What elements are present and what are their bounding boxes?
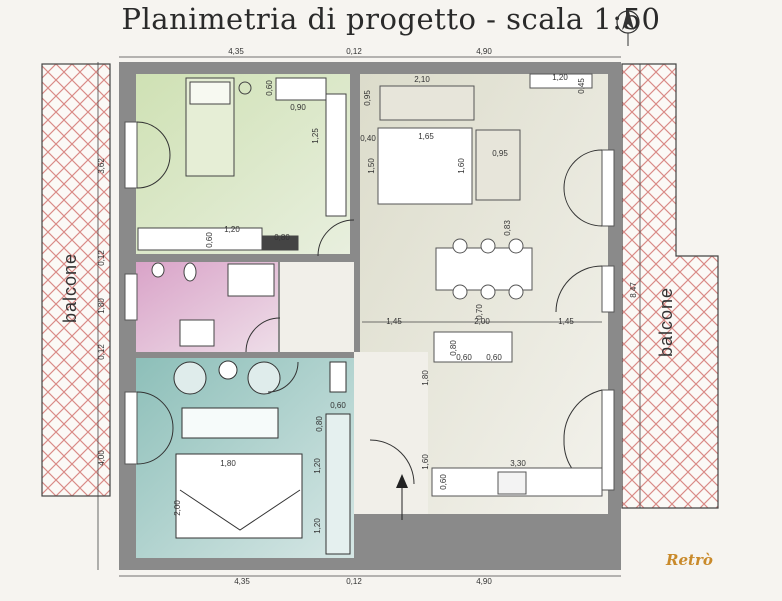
dim-top-left: 4,35: [228, 47, 244, 56]
right-balcony: [621, 63, 719, 509]
dim-left-lower: 4,00: [97, 450, 106, 466]
north-arrow-icon: [616, 8, 640, 46]
living-dim-150: 1,50: [367, 158, 376, 174]
kitchen-dim-5: 1,60: [421, 454, 430, 470]
living-armchair: 0,95: [492, 149, 508, 158]
dim-bottom-middle: 0,12: [346, 577, 362, 586]
living-hdim-c: 1,45: [558, 317, 574, 326]
bed1-dim-6: 0,60: [205, 232, 214, 248]
page-title: Planimetria di progetto - scala 1:50: [121, 2, 661, 36]
dim-top-middle: 0,12: [346, 47, 362, 56]
bed2-dim-1: 0,60: [330, 401, 346, 410]
living-dim-040: 0,40: [360, 134, 376, 143]
bed2-dim-4: 1,20: [313, 518, 322, 534]
entrance: [354, 352, 428, 514]
kitchen-dim-6: 0,60: [439, 474, 448, 490]
living-dim-083: 0,83: [503, 220, 512, 236]
living-dim-070: 0,70: [475, 304, 484, 320]
living-table-width: 1,65: [418, 132, 434, 141]
living-dim-160: 1,60: [457, 158, 466, 174]
balcony-right-label: balcone: [656, 287, 676, 357]
bed2-dim-3: 1,20: [313, 458, 322, 474]
dim-right-side: 8,47: [629, 282, 638, 298]
kitchen-dim-3: 0,60: [486, 353, 502, 362]
dim-bottom-left: 4,35: [234, 577, 250, 586]
living-sofa-depth: 0,95: [363, 90, 372, 106]
bed2-bed-width: 1,80: [220, 459, 236, 468]
kitchen-dim-4: 1,80: [421, 370, 430, 386]
living-hdim-b: 2,00: [474, 317, 490, 326]
bedroom-1: [136, 74, 350, 254]
dim-left-mid-b: 1,80: [97, 298, 106, 314]
bed1-dim-3: 1,25: [311, 128, 320, 144]
bed1-dim-2: 0,90: [290, 103, 306, 112]
kitchen-dim-2: 0,60: [456, 353, 472, 362]
dim-left-mid-a: 0,12: [97, 250, 106, 266]
entrance-arrow-icon: [396, 474, 408, 520]
dim-bottom-right: 4,90: [476, 577, 492, 586]
living-hdim-a: 1,45: [386, 317, 402, 326]
living-sofa-width: 2,10: [414, 75, 430, 84]
balcony-left-label: balcone: [60, 253, 80, 323]
living-cabinet-width: 1,20: [552, 73, 568, 82]
bed2-bed-length: 2,00: [173, 500, 182, 516]
kitchen-dim-1: 0,80: [449, 340, 458, 356]
bed1-dim-4: 1,20: [224, 225, 240, 234]
left-balcony: [41, 63, 111, 497]
hallway: [280, 262, 354, 352]
brand-signature: Retrò: [666, 551, 713, 569]
dim-left-upper: 3,62: [97, 158, 106, 174]
living-cabinet-depth: 0,45: [577, 78, 586, 94]
bed1-dim-1: 0,60: [265, 80, 274, 96]
kitchen-counter: 3,30: [510, 459, 526, 468]
bed2-dim-2: 0,80: [315, 416, 324, 432]
dim-left-mid-c: 0,12: [97, 344, 106, 360]
bed1-dim-5: 0,80: [274, 233, 290, 242]
dim-top-right: 4,90: [476, 47, 492, 56]
